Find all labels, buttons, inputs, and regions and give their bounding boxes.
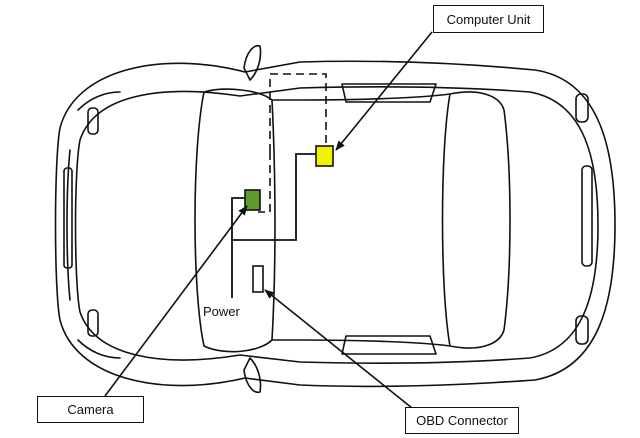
roof-rail-bottom [271, 339, 451, 347]
dashed-wire-run-lower [258, 152, 271, 213]
dashed-wire-run [269, 73, 327, 152]
arrow-computer-unit [335, 31, 433, 151]
headlight-bottom [77, 339, 121, 359]
camera-box [244, 189, 261, 211]
rear-light-top [575, 93, 589, 123]
side-window-top-front [341, 83, 437, 103]
rear-light-bottom [575, 315, 589, 345]
front-bumper-slot [63, 167, 73, 269]
obd-connector-callout: OBD Connector [405, 407, 519, 434]
rear-window [441, 91, 511, 349]
rear-bumper-slot [581, 165, 593, 267]
computer-unit-callout: Computer Unit [433, 5, 544, 33]
side-mirror-top [243, 44, 262, 81]
front-side-marker-bottom [87, 309, 99, 337]
camera-callout: Camera [37, 396, 144, 423]
front-bumper-line [66, 149, 71, 301]
computer-unit-box [315, 145, 334, 167]
car-body-outline [54, 60, 616, 388]
headlight-top [77, 91, 121, 111]
roof-rail-top [271, 93, 451, 101]
car-body-inner-outline [74, 86, 599, 364]
front-side-marker-top [87, 107, 99, 135]
solid-wire-power [231, 153, 318, 298]
side-mirror-bottom [243, 357, 262, 394]
side-window-bottom-front [341, 335, 437, 355]
arrow-camera [104, 205, 248, 397]
arrow-obd-connector [264, 289, 413, 409]
power-label: Power [203, 304, 240, 319]
obd-connector-box [252, 265, 264, 293]
